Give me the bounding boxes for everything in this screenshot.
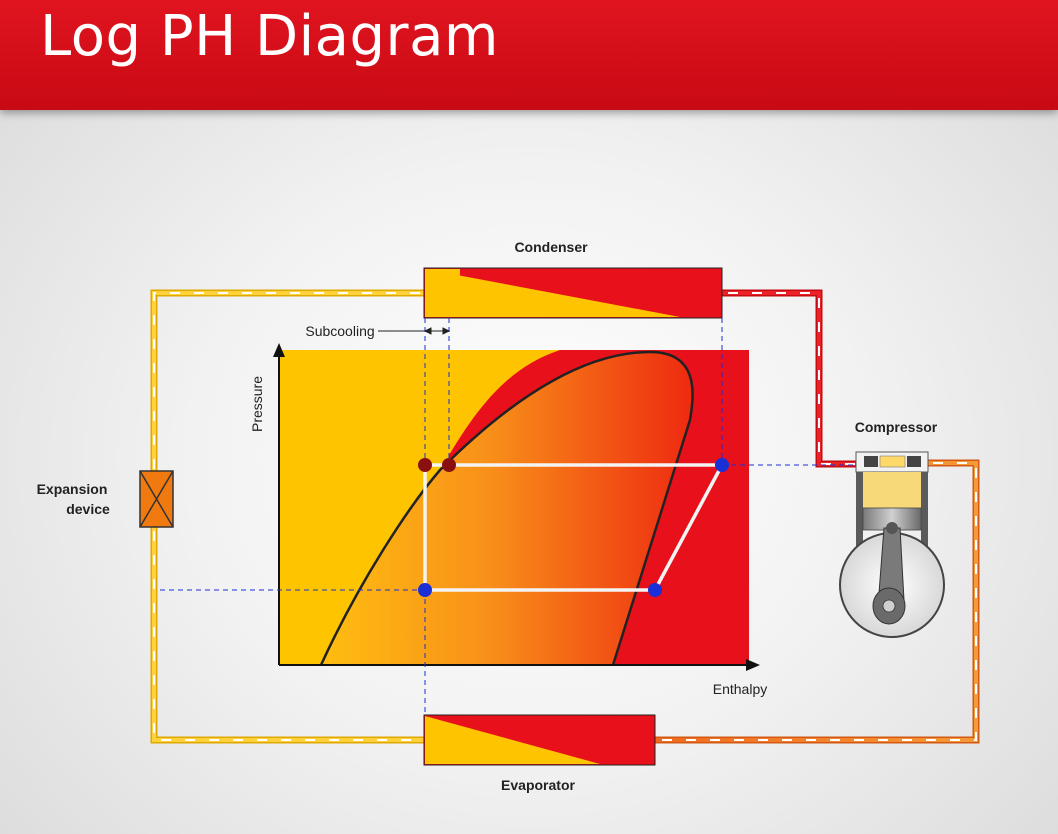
state-point-compressor-suction — [648, 583, 662, 597]
state-point-compressor-discharge — [715, 458, 729, 472]
enthalpy-axis-label: Enthalpy — [713, 681, 767, 697]
chart-axes — [273, 343, 760, 671]
subcooling-marker — [378, 327, 451, 335]
state-point-evaporator-inlet — [418, 583, 432, 597]
dashed-guide-lines — [160, 318, 856, 715]
pressure-axis-label: Pressure — [249, 376, 265, 432]
ph-chart — [279, 350, 749, 666]
page-title: Log PH Diagram — [40, 4, 499, 69]
state-points — [418, 458, 729, 597]
subcooling-label: Subcooling — [305, 323, 374, 339]
condenser — [423, 267, 723, 319]
evaporator — [423, 714, 656, 766]
state-point-saturated-liquid — [442, 458, 456, 472]
expansion-device-label-line1: Expansion — [37, 481, 108, 497]
refrigeration-cycle — [423, 463, 724, 592]
state-point-condenser-outlet — [418, 458, 432, 472]
two-phase-dome — [321, 352, 693, 665]
expansion-device-label-line2: device — [66, 501, 110, 517]
piston-compressor-icon — [839, 451, 945, 638]
condenser-label: Condenser — [514, 239, 588, 255]
compressor-label: Compressor — [855, 419, 938, 435]
evaporator-label: Evaporator — [501, 777, 575, 793]
expansion-valve-icon — [139, 470, 174, 528]
title-bar: Log PH Diagram — [0, 0, 1058, 110]
